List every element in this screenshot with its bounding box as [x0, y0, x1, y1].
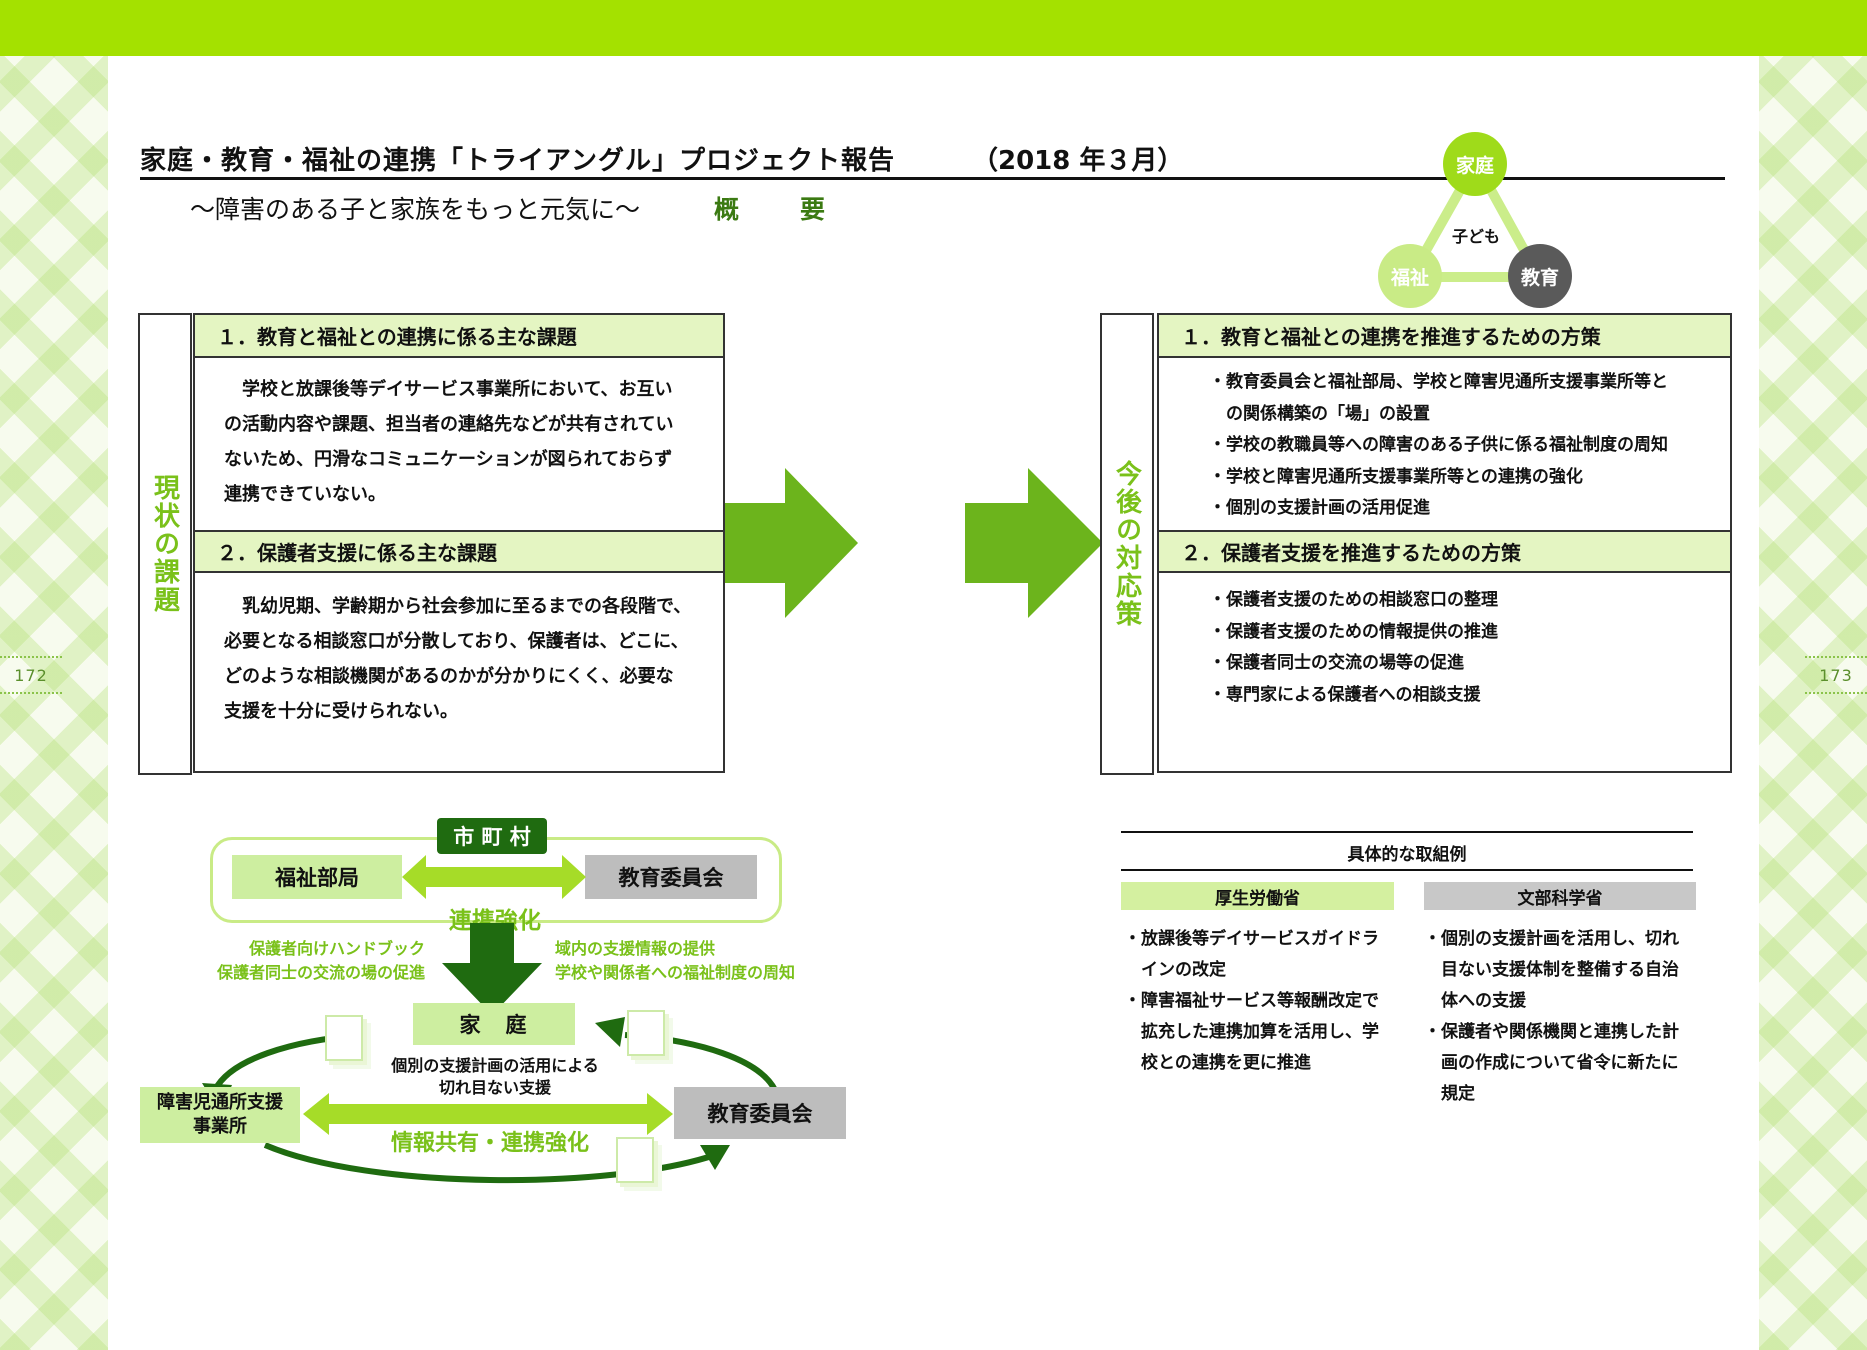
- mext-examples: ・個別の支援計画を活用し、切れ 目ない支援体制を整備する自治 体への支援 ・保護…: [1424, 924, 1679, 1110]
- left-note: 保護者向けハンドブック 保護者同士の交流の場の促進: [200, 937, 425, 985]
- divider: [1805, 692, 1867, 694]
- home-circle: 家庭: [1443, 132, 1507, 196]
- home-label: 家庭: [1455, 154, 1494, 177]
- issue1-line: の活動内容や課題、担当者の連絡先などが共有されてい: [224, 414, 674, 435]
- page-number-left: 172: [14, 666, 48, 685]
- title-underline: [140, 177, 1725, 180]
- issue2-heading: ２．保護者支援に係る主な課題: [195, 530, 723, 573]
- mhlw-label: 厚生労働省: [1121, 882, 1394, 910]
- big-arrow-left: [725, 468, 858, 618]
- issue1-body: 学校と放課後等デイサービス事業所において、お互い の活動内容や課題、担当者の連絡…: [195, 358, 723, 530]
- measure1-heading: １．教育と福祉との連携を推進するための方策: [1159, 315, 1730, 358]
- mext-example-line: ・保護者や関係機関と連携した計: [1424, 1022, 1679, 1042]
- measure1-item: ・学校の教職員等への障害のある子供に係る福祉制度の周知: [1209, 435, 1668, 455]
- measure2-item: ・専門家による保護者への相談支援: [1209, 684, 1481, 705]
- issue1-line: ないため、円滑なコミュニケーションが図られておらず: [224, 449, 673, 470]
- measure2-item: ・保護者同士の交流の場等の促進: [1209, 653, 1464, 673]
- left-margin-pattern: [0, 56, 108, 1350]
- future-measures-label: 今後の対応策: [1111, 460, 1142, 628]
- measure1-item: の関係構築の「場」の設置: [1209, 403, 1430, 424]
- mext-example-line: ・個別の支援計画を活用し、切れ: [1424, 929, 1679, 949]
- left-note-line: 保護者向けハンドブック: [248, 939, 425, 958]
- divider: [0, 692, 62, 694]
- welfare-dept-box: 福祉部局: [232, 855, 402, 899]
- issue2-body: 乳幼児期、学齢期から社会参加に至るまでの各段階で、 必要となる相談窓口が分散して…: [195, 573, 723, 729]
- current-issues-label: 現状の課題: [149, 474, 180, 614]
- divider: [1805, 656, 1867, 658]
- home-box: 家 庭: [413, 1003, 575, 1045]
- welfare-label: 福祉: [1390, 266, 1429, 289]
- board-of-education-box-2: 教育委員会: [674, 1087, 846, 1139]
- measure1-item: ・教育委員会と福祉部局、学校と障害児通所支援事業所等と: [1209, 372, 1668, 392]
- cooperation-diagram: 市 町 村 福祉部局 教育委員会 連携強化 保護者向けハンドブック 保護者同士の…: [140, 815, 860, 1195]
- measure2-list: ・保護者支援のための相談窓口の整理 ・保護者支援のための情報提供の推進 ・保護者…: [1159, 573, 1730, 711]
- mext-example-line: 体への支援: [1424, 991, 1526, 1011]
- mhlw-example-line: ・障害福祉サービス等報酬改定で: [1124, 991, 1379, 1011]
- right-margin-pattern: [1759, 56, 1867, 1350]
- measure2-item: ・保護者支援のための相談窓口の整理: [1209, 590, 1498, 610]
- issue2-line: 必要となる相談窓口が分散しており、保護者は、どこに、: [224, 631, 689, 652]
- down-arrow: [442, 923, 542, 1015]
- child-label: 子ども: [1451, 227, 1500, 246]
- info-sharing-double-arrow: [303, 1093, 673, 1135]
- measure1-item: ・学校と障害児通所支援事業所等との連携の強化: [1209, 466, 1583, 487]
- overview-label: 概 要: [714, 195, 844, 224]
- mext-label: 文部科学省: [1424, 882, 1696, 910]
- facility-line: 事業所: [193, 1116, 247, 1137]
- mext-example-line: 規定: [1424, 1084, 1475, 1104]
- municipality-label: 市 町 村: [437, 818, 547, 854]
- measure2-heading: ２．保護者支援を推進するための方策: [1159, 530, 1730, 573]
- right-note-line: 学校や関係者への福祉制度の周知: [555, 963, 796, 982]
- report-date: （2018 年３月）: [972, 146, 1184, 176]
- current-issues-label-box: 現状の課題: [138, 313, 192, 775]
- mhlw-example-line: インの改定: [1124, 960, 1226, 980]
- facility-line: 障害児通所支援: [157, 1092, 283, 1113]
- document-icon: [616, 1137, 654, 1183]
- right-note-line: 域内の支援情報の提供: [555, 939, 716, 958]
- top-bar: [0, 0, 1867, 56]
- info-sharing-label: 情報共有・連携強化: [390, 1131, 589, 1156]
- issue2-line: 支援を十分に受けられない。: [224, 701, 458, 722]
- subtitle: ～障害のある子と家族をもっと元気に～: [190, 195, 641, 224]
- future-measures-label-box: 今後の対応策: [1100, 313, 1154, 775]
- examples-top-rule: [1121, 831, 1693, 833]
- measure1-item: ・個別の支援計画の活用促進: [1209, 498, 1430, 518]
- mhlw-example-line: 拡充した連携加算を活用し、学: [1124, 1022, 1379, 1042]
- future-measures-panel: １．教育と福祉との連携を推進するための方策 ・教育委員会と福祉部局、学校と障害児…: [1157, 313, 1732, 773]
- examples-bottom-rule: [1121, 869, 1693, 871]
- issue1-line: 学校と放課後等デイサービス事業所において、お互い: [224, 379, 673, 400]
- board-of-education-box: 教育委員会: [585, 855, 757, 899]
- mext-example-line: 画の作成について省令に新たに: [1424, 1053, 1679, 1073]
- divider: [0, 656, 62, 658]
- mhlw-example-line: 校との連携を更に推進: [1124, 1053, 1311, 1073]
- triangle-diagram: 福祉 家庭 教育 子ども: [1341, 127, 1621, 312]
- measure1-list: ・教育委員会と福祉部局、学校と障害児通所支援事業所等と の関係構築の「場」の設置…: [1159, 358, 1730, 530]
- issue2-line: どのような相談機関があるのかが分かりにくく、必要な: [224, 666, 674, 687]
- education-label: 教育: [1520, 266, 1559, 289]
- education-circle: 教育: [1508, 244, 1572, 308]
- page-title: 家庭・教育・福祉の連携「トライアングル」プロジェクト報告: [140, 146, 895, 176]
- right-note: 域内の支援情報の提供 学校や関係者への福祉制度の周知: [555, 937, 835, 985]
- mext-example-line: 目ない支援体制を整備する自治: [1424, 960, 1679, 980]
- mhlw-examples: ・放課後等デイサービスガイドラ インの改定 ・障害福祉サービス等報酬改定で 拡充…: [1124, 924, 1379, 1079]
- document-icon: [627, 1010, 665, 1056]
- measure2-item: ・保護者支援のための情報提供の推進: [1209, 621, 1498, 642]
- mhlw-example-line: ・放課後等デイサービスガイドラ: [1124, 929, 1379, 949]
- support-plan-text: 個別の支援計画の活用による 切れ目ない支援: [345, 1055, 645, 1099]
- big-arrow-right: [965, 468, 1103, 618]
- page-number-right: 173: [1819, 666, 1853, 685]
- facility-box: 障害児通所支援 事業所: [140, 1087, 300, 1143]
- issue1-heading: １．教育と福祉との連携に係る主な課題: [195, 315, 723, 358]
- document-icon: [325, 1015, 363, 1061]
- current-issues-panel: １．教育と福祉との連携に係る主な課題 学校と放課後等デイサービス事業所において、…: [193, 313, 725, 773]
- examples-title: 具体的な取組例: [1347, 845, 1467, 865]
- left-note-line: 保護者同士の交流の場の促進: [216, 963, 425, 982]
- issue2-line: 乳幼児期、学齢期から社会参加に至るまでの各段階で、: [224, 596, 692, 617]
- issue1-line: 連携できていない。: [224, 484, 386, 505]
- support-plan-line: 切れ目ない支援: [438, 1078, 551, 1097]
- welfare-circle: 福祉: [1378, 244, 1442, 308]
- cooperation-double-arrow: [402, 855, 586, 899]
- support-plan-line: 個別の支援計画の活用による: [391, 1056, 599, 1075]
